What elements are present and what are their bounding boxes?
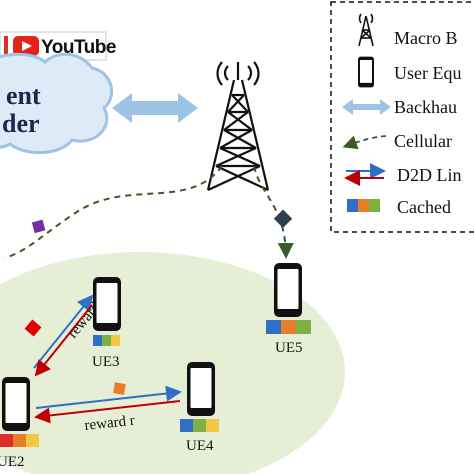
youtube-label: YouTube [41, 37, 116, 58]
macro-bs-icon [206, 61, 270, 191]
cloud-text-line1: ent [6, 81, 41, 110]
legend-label-cached: Cached [397, 197, 451, 217]
legend-macro-bs-icon [358, 13, 374, 47]
d2d-link-ue2-ue3-red [34, 304, 93, 377]
legend-label-backhaul: Backhau [394, 97, 457, 117]
legend: Macro B User Equ Backhau Cellular D2D Li… [330, 1, 474, 233]
ue5-label: UE5 [275, 340, 303, 356]
d2d-link-ue2-ue4-red [34, 400, 181, 424]
legend-phone-icon [358, 56, 374, 88]
legend-cache-blocks-icon [347, 199, 380, 212]
content-block-purple [31, 219, 46, 234]
legend-label-user-equipment: User Equ [394, 63, 461, 83]
ue5-device [266, 263, 311, 334]
content-block-navy [273, 209, 293, 228]
ue3-device [93, 277, 121, 346]
d2d-link-ue2-ue3-blue [33, 294, 94, 369]
legend-dashed-arrow-icon [342, 135, 387, 150]
legend-label-cellular: Cellular [394, 131, 452, 151]
ue2-device [0, 377, 39, 447]
ue3-label: UE3 [92, 354, 120, 370]
cloud-text-line2: der [2, 109, 40, 138]
d2d-link-ue2-ue4-blue [35, 385, 182, 409]
cellular-link-left [4, 165, 223, 259]
content-block-orange [113, 382, 126, 395]
content-provider-cloud: ent der [0, 52, 114, 155]
legend-label-macro-bs: Macro B [394, 28, 457, 48]
backhaul-arrow [112, 93, 198, 123]
ue2-label: UE2 [0, 454, 25, 470]
cellular-link-ue5 [253, 165, 294, 259]
ue4-device [180, 362, 219, 432]
content-block-red [24, 319, 42, 337]
legend-double-arrow-icon [342, 99, 391, 115]
reward-label-ue4: reward r [84, 413, 136, 434]
ue4-label: UE4 [186, 438, 214, 454]
legend-label-d2d: D2D Lin [397, 165, 462, 185]
